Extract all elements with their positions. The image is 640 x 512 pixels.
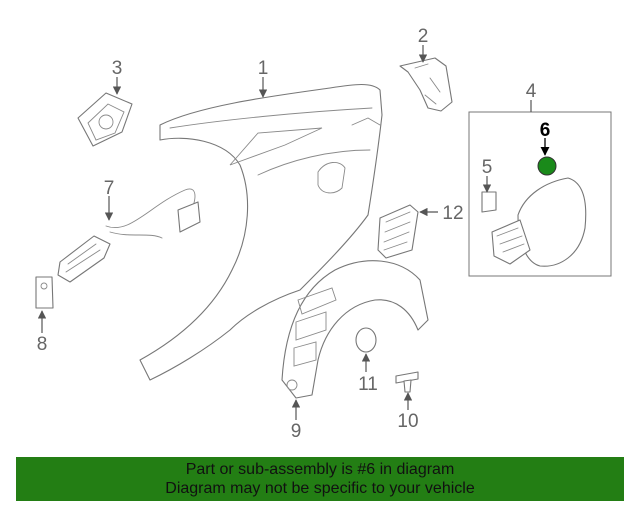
banner-line-1: Part or sub-assembly is #6 in diagram: [185, 461, 455, 478]
callout-5[interactable]: 5: [482, 157, 493, 178]
lock-clip: [35, 276, 54, 309]
air-vent: [377, 204, 419, 259]
callout-10[interactable]: 10: [397, 411, 418, 432]
callout-labels: 1 2 3 4 5 6 7 8 9 10 11 12: [37, 26, 551, 442]
callout-8[interactable]: 8: [37, 334, 48, 355]
quarter-panel: [139, 83, 383, 381]
callout-1[interactable]: 1: [258, 58, 269, 79]
fuel-door-housing: [77, 92, 133, 147]
fuel-door-assembly-box: [468, 111, 612, 277]
plug: [355, 327, 377, 353]
part-6-highlight-circle[interactable]: [537, 156, 557, 176]
callout-11[interactable]: 11: [358, 374, 378, 395]
callout-7[interactable]: 7: [104, 178, 115, 199]
callout-3[interactable]: 3: [112, 58, 123, 79]
callout-9[interactable]: 9: [291, 421, 302, 442]
callout-2[interactable]: 2: [418, 26, 429, 47]
callout-6[interactable]: 6: [540, 120, 551, 141]
callout-12[interactable]: 12: [442, 203, 463, 224]
release-cable: [57, 188, 201, 283]
callout-4[interactable]: 4: [526, 81, 537, 102]
leader-lines: [37, 45, 550, 420]
screw: [395, 371, 419, 393]
wheel-liner: [281, 260, 429, 399]
bracket: [399, 57, 453, 112]
info-banner: Part or sub-assembly is #6 in diagram Di…: [16, 457, 624, 501]
banner-line-2: Diagram may not be specific to your vehi…: [165, 480, 475, 497]
